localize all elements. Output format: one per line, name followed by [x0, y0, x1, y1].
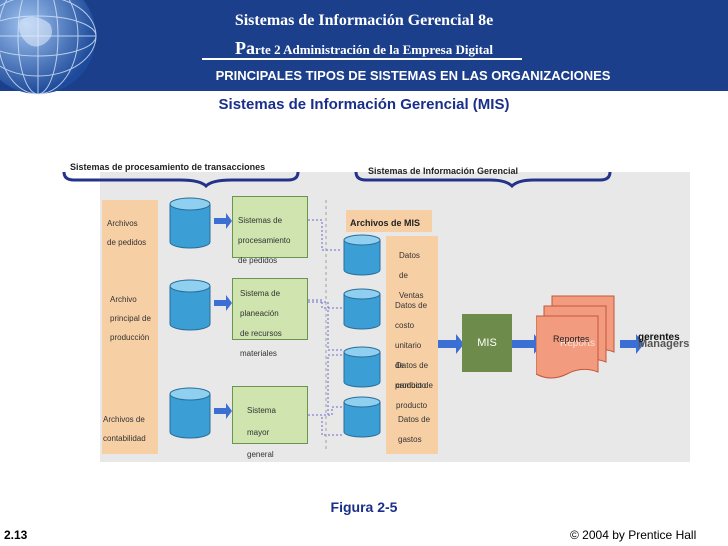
mis-data-product-change: Datos de cambio de producto — [396, 361, 433, 410]
header-subtitle: Parte 2 Administración de la Empresa Dig… — [0, 38, 728, 59]
reports-ghost-label: Reports — [560, 338, 596, 349]
system-box-orders — [232, 196, 308, 258]
page-number: 2.13 — [4, 528, 28, 542]
mis-data-column — [386, 236, 438, 454]
copyright-text: © 2004 by Prentice Hall — [570, 528, 697, 542]
header-subtitle-initial: Pa — [234, 38, 255, 58]
file-label-production: Archivo principal de producción — [110, 295, 151, 342]
figure-caption: Figura 2-5 — [330, 499, 398, 515]
system-box-materials — [232, 278, 308, 340]
database-icon — [343, 288, 381, 330]
tps-database-icons — [169, 197, 211, 439]
system-label-materials: Sistema de planeación de recursos materi… — [240, 289, 282, 358]
managers-label: gerentes — [638, 332, 680, 343]
arrow-to-reports — [512, 334, 542, 354]
managers-ghost-label: Managers — [638, 338, 690, 350]
slide-subtitle: Sistemas de Información Gerencial (MIS) — [218, 96, 510, 113]
brace-lines — [62, 171, 612, 189]
header-subtitle-rest: rte 2 Administración de la Empresa Digit… — [254, 42, 494, 57]
header-divider — [202, 58, 522, 60]
mis-data-sales: Datos de Ventas — [399, 251, 424, 300]
system-box-ledger — [232, 386, 308, 444]
mis-label: Sistemas de Información Gerencial — [368, 166, 519, 176]
mis-files-header — [346, 210, 432, 232]
reports-stack-icon — [536, 295, 615, 379]
connector-lines — [308, 200, 342, 450]
files-column — [102, 200, 158, 454]
arrow-to-mis — [438, 334, 464, 354]
header-title: Sistemas de Información Gerencial 8e — [234, 12, 494, 29]
tps-arrows — [214, 213, 232, 419]
mis-box: MIS — [462, 314, 512, 372]
file-label-accounting: Archivos de contabilidad — [103, 415, 146, 443]
mis-data-unit-cost: Datos de costo unitario de producto — [395, 301, 428, 390]
database-icon — [343, 234, 381, 276]
arrow-to-managers — [620, 334, 644, 354]
database-icon — [343, 396, 381, 438]
database-icon — [169, 279, 211, 331]
database-icon — [169, 387, 211, 439]
section-title: PRINCIPALES TIPOS DE SISTEMAS EN LAS ORG… — [215, 68, 611, 83]
globe-icon — [0, 0, 110, 110]
reports-label: Reportes — [553, 334, 590, 344]
mis-data-expenses: Datos de gastos — [398, 415, 431, 444]
tps-label: Sistemas de procesamiento de transaccion… — [70, 162, 266, 172]
mis-files-title: Archivos de MIS — [350, 218, 421, 228]
system-label-ledger: Sistema mayor general — [247, 406, 276, 459]
database-icon — [343, 346, 381, 388]
system-label-orders: Sistemas de procesamiento de pedidos — [238, 216, 291, 265]
database-icon — [169, 197, 211, 249]
file-label-orders: Archivos de pedidos — [107, 219, 147, 247]
header-banner — [0, 0, 728, 91]
mis-database-icons — [343, 234, 381, 438]
